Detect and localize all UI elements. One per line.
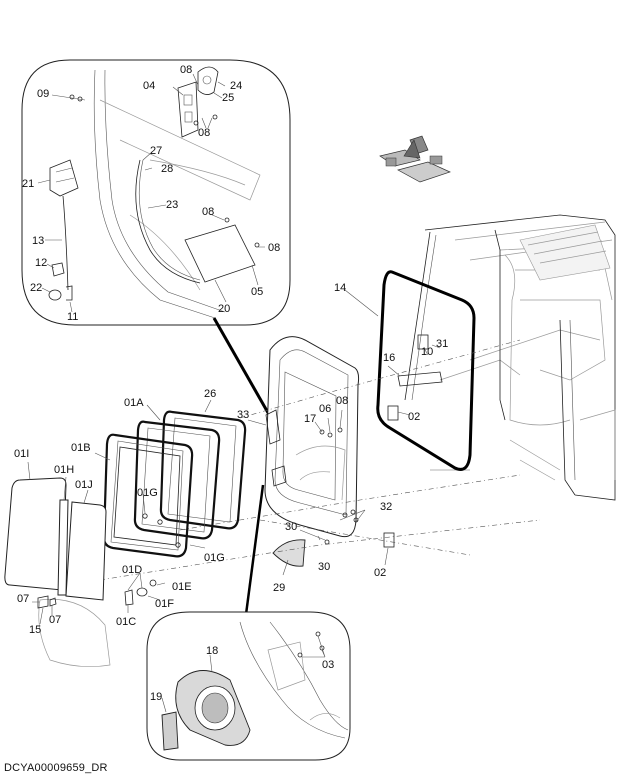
stopper-parts (387, 334, 443, 421)
callout-01J: 01J (75, 479, 93, 491)
callout-31: 31 (436, 338, 448, 350)
callout-23: 23 (166, 199, 178, 211)
callout-01G: 01G (204, 552, 225, 564)
callout-22: 22 (30, 282, 42, 294)
callout-11: 11 (67, 311, 78, 323)
callout-09: 09 (37, 88, 49, 100)
callout-08: 08 (180, 64, 192, 76)
callout-27: 27 (150, 145, 162, 157)
callout-08: 08 (336, 395, 348, 407)
detail-connector-top (212, 317, 273, 419)
callout-01B: 01B (71, 442, 91, 454)
callout-01A: 01A (124, 397, 144, 409)
callout-01F: 01F (155, 598, 174, 610)
callout-08: 08 (198, 127, 210, 139)
callout-20: 20 (218, 303, 230, 315)
callout-21: 21 (22, 178, 34, 190)
callout-02: 02 (374, 567, 386, 579)
callout-01E: 01E (172, 581, 192, 593)
callout-01D: 01D (122, 564, 142, 576)
glass-assembly (4, 399, 247, 667)
stopper-02-lower (383, 532, 395, 548)
detail-bubble-top: 09 04 08 24 25 08 27 28 21 23 08 08 13 1… (21, 59, 291, 326)
callout-03: 03 (322, 659, 334, 671)
callout-30: 30 (318, 561, 330, 573)
callout-18: 18 (206, 645, 218, 657)
callout-19: 19 (150, 691, 162, 703)
callout-28: 28 (161, 163, 173, 175)
callout-26: 26 (204, 388, 216, 400)
callout-01H: 01H (54, 464, 74, 476)
callout-15: 15 (29, 624, 41, 636)
callout-17: 17 (304, 413, 316, 425)
detail-connector-bottom (243, 484, 265, 623)
callout-07: 07 (17, 593, 29, 605)
callout-25: 25 (222, 92, 234, 104)
callout-02: 02 (408, 411, 420, 423)
detail-bubble-bottom (146, 611, 351, 761)
callout-32: 32 (380, 501, 392, 513)
callout-24: 24 (230, 80, 242, 92)
callout-16: 16 (383, 352, 395, 364)
document-id: DCYA00009659_DR (4, 762, 108, 774)
callout-07: 07 (49, 614, 61, 626)
alignment-line-4 (259, 519, 471, 556)
callout-30: 30 (285, 521, 297, 533)
callout-01I: 01I (14, 448, 29, 460)
door-panel (247, 336, 366, 545)
callout-29: 29 (273, 582, 285, 594)
callout-08: 08 (202, 206, 214, 218)
callout-13: 13 (32, 235, 44, 247)
alignment-line-3 (99, 519, 541, 581)
cover-29 (272, 539, 306, 567)
callout-05: 05 (251, 286, 263, 298)
cab-frame (404, 214, 616, 501)
callout-14: 14 (334, 282, 346, 294)
callout-01G: 01G (137, 487, 158, 499)
callout-10: 10 (421, 346, 433, 358)
alignment-line-1 (239, 339, 521, 419)
callout-01C: 01C (116, 616, 136, 628)
callout-04: 04 (143, 80, 155, 92)
callout-08: 08 (268, 242, 280, 254)
callout-12: 12 (35, 257, 47, 269)
callout-06: 06 (319, 403, 331, 415)
alignment-line-2 (179, 474, 521, 531)
door-seal-14 (376, 270, 476, 471)
front-orientation-icon (379, 135, 451, 183)
